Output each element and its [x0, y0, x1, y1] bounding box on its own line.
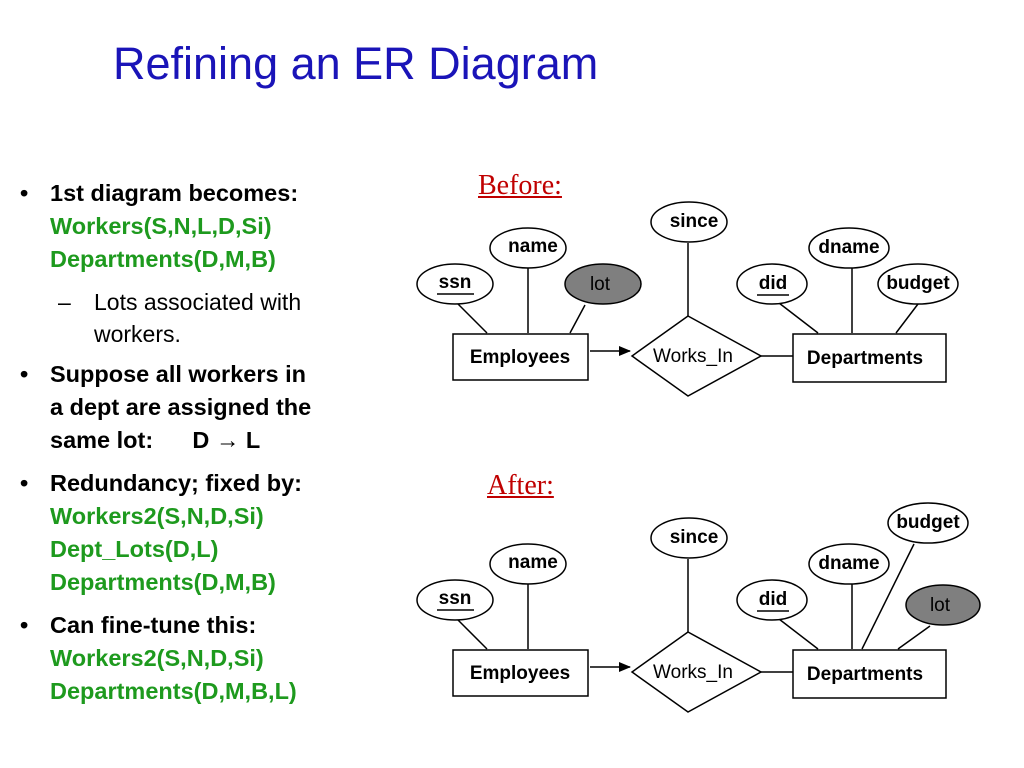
attribute-budget — [877, 263, 959, 305]
entity-departments — [792, 649, 947, 699]
relation-schema: Workers2(S,N,D,Si) — [50, 645, 264, 671]
name-label: name — [508, 236, 558, 257]
bullet-text: 1st diagram becomes: — [50, 180, 299, 206]
since-label: since — [670, 211, 719, 232]
attribute-dname — [808, 227, 890, 269]
connector-line — [778, 618, 819, 650]
relation-schema: Departments(D,M,B) — [50, 246, 276, 272]
departments-label: Departments — [807, 348, 923, 369]
bullet-4: • Can fine-tune this: Workers2(S,N,D,Si)… — [16, 609, 396, 708]
sub-bullet-text: workers. — [94, 321, 181, 347]
sub-bullet-text: Lots associated with — [94, 289, 302, 315]
entity-departments — [792, 333, 947, 383]
attribute-name — [489, 227, 567, 269]
before-labels: ssn name lot since did dname budget Empl… — [439, 211, 951, 369]
bullet-text: Can fine-tune this: — [50, 612, 257, 638]
connector-line — [456, 618, 488, 650]
bullet-2: • Suppose all workers in a dept are assi… — [16, 358, 396, 457]
connector-line — [569, 304, 586, 334]
connector-line — [895, 303, 919, 334]
name-label: name — [508, 552, 558, 573]
bullet-marker: • — [20, 470, 29, 496]
bullet-marker: • — [20, 180, 29, 206]
relationship-works-in — [630, 631, 763, 713]
works-in-label: Works_In — [653, 346, 733, 367]
bullet-1: • 1st diagram becomes: Workers(S,N,L,D,S… — [16, 177, 396, 276]
ssn-label: ssn — [439, 588, 472, 609]
sub-bullet: – Lots associated with workers. — [50, 286, 396, 350]
departments-label: Departments — [807, 664, 923, 685]
attribute-dname — [808, 543, 890, 585]
relation-schema: Workers(S,N,L,D,Si) — [50, 213, 272, 239]
lot-label: lot — [590, 274, 611, 295]
attribute-since — [650, 517, 728, 559]
budget-label: budget — [896, 512, 960, 533]
sub-bullet-marker: – — [58, 289, 71, 315]
after-labels: ssn name since did dname budget lot Empl… — [439, 512, 961, 685]
attribute-name — [489, 543, 567, 585]
bullet-list: • 1st diagram becomes: Workers(S,N,L,D,S… — [16, 177, 396, 718]
relation-schema: Departments(D,M,B,L) — [50, 678, 297, 704]
did-label: did — [759, 273, 788, 294]
relation-schema: Departments(D,M,B) — [50, 569, 276, 595]
attribute-budget — [887, 502, 969, 544]
entity-employees — [452, 649, 589, 697]
budget-label: budget — [886, 273, 950, 294]
relation-schema: Dept_Lots(D,L) — [50, 536, 219, 562]
bullet-marker: • — [20, 612, 29, 638]
after-diagram — [416, 502, 981, 713]
since-label: since — [670, 527, 719, 548]
before-label: Before: — [478, 170, 562, 201]
employees-label: Employees — [470, 347, 570, 368]
dname-label: dname — [818, 237, 879, 258]
bullet-3: • Redundancy; fixed by: Workers2(S,N,D,S… — [16, 467, 396, 599]
bullet-text: Redundancy; fixed by: — [50, 470, 303, 496]
attribute-since — [650, 201, 728, 243]
connector-line — [778, 302, 819, 334]
bullet-text: a dept are assigned the — [50, 394, 312, 420]
dname-label: dname — [818, 553, 879, 574]
entity-employees — [452, 333, 589, 381]
before-diagram — [416, 201, 959, 397]
bullet-text: same lot: D → L — [50, 427, 261, 453]
lot-label: lot — [930, 595, 951, 616]
relationship-works-in — [630, 315, 763, 397]
after-label: After: — [487, 470, 554, 501]
bullet-marker: • — [20, 361, 29, 387]
attribute-lot — [564, 263, 642, 305]
relation-schema: Workers2(S,N,D,Si) — [50, 503, 264, 529]
connector-line — [456, 302, 488, 334]
connector-line — [897, 625, 931, 650]
connector-line — [861, 543, 915, 650]
did-label: did — [759, 589, 788, 610]
employees-label: Employees — [470, 663, 570, 684]
attribute-did — [736, 263, 808, 305]
attribute-lot — [905, 584, 981, 626]
attribute-did — [736, 579, 808, 621]
works-in-label: Works_In — [653, 662, 733, 683]
bullet-text: Suppose all workers in — [50, 361, 306, 387]
ssn-label: ssn — [439, 272, 472, 293]
slide-title: Refining an ER Diagram — [113, 38, 599, 89]
